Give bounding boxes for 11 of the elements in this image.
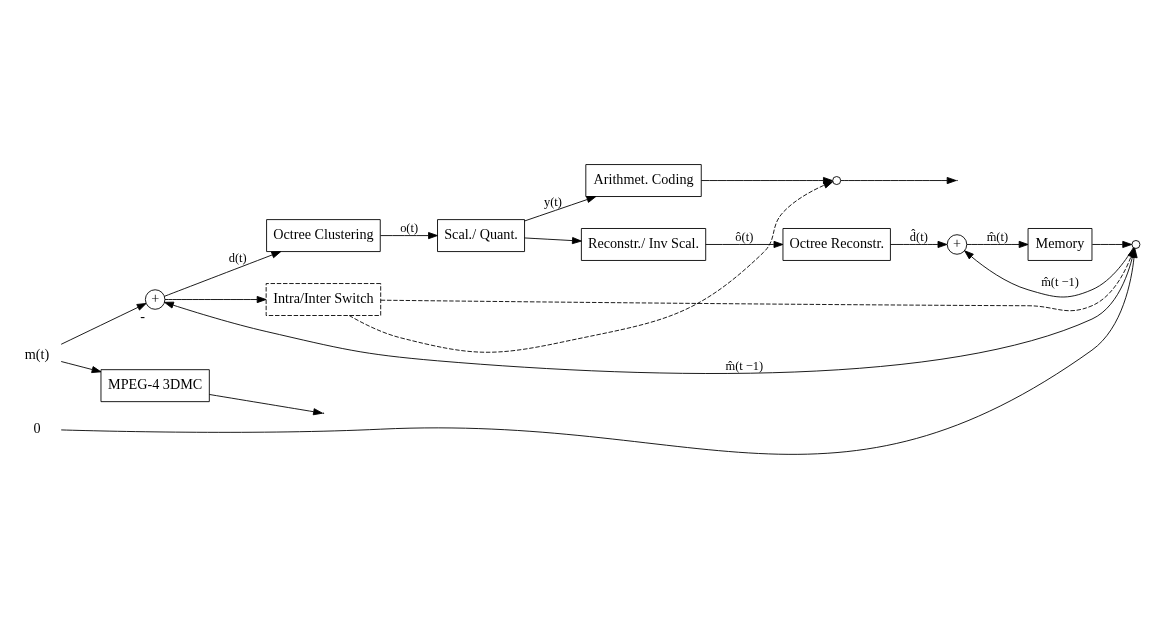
edge-label: m̂(t −1)	[725, 358, 764, 373]
edge-label: m̂(t −1)	[1041, 275, 1079, 290]
edge-label: d(t)	[228, 251, 247, 266]
edge-label: y(t)	[544, 195, 562, 210]
edge-label: m̂(t)	[986, 230, 1009, 245]
node-label: -	[140, 307, 146, 324]
edge-label: o(t)	[400, 221, 419, 236]
edge-label: ô(t)	[735, 230, 754, 245]
edge-label: d̂(t)	[909, 230, 928, 245]
node-text: 0	[33, 419, 41, 436]
node-text: m(t)	[24, 345, 50, 362]
